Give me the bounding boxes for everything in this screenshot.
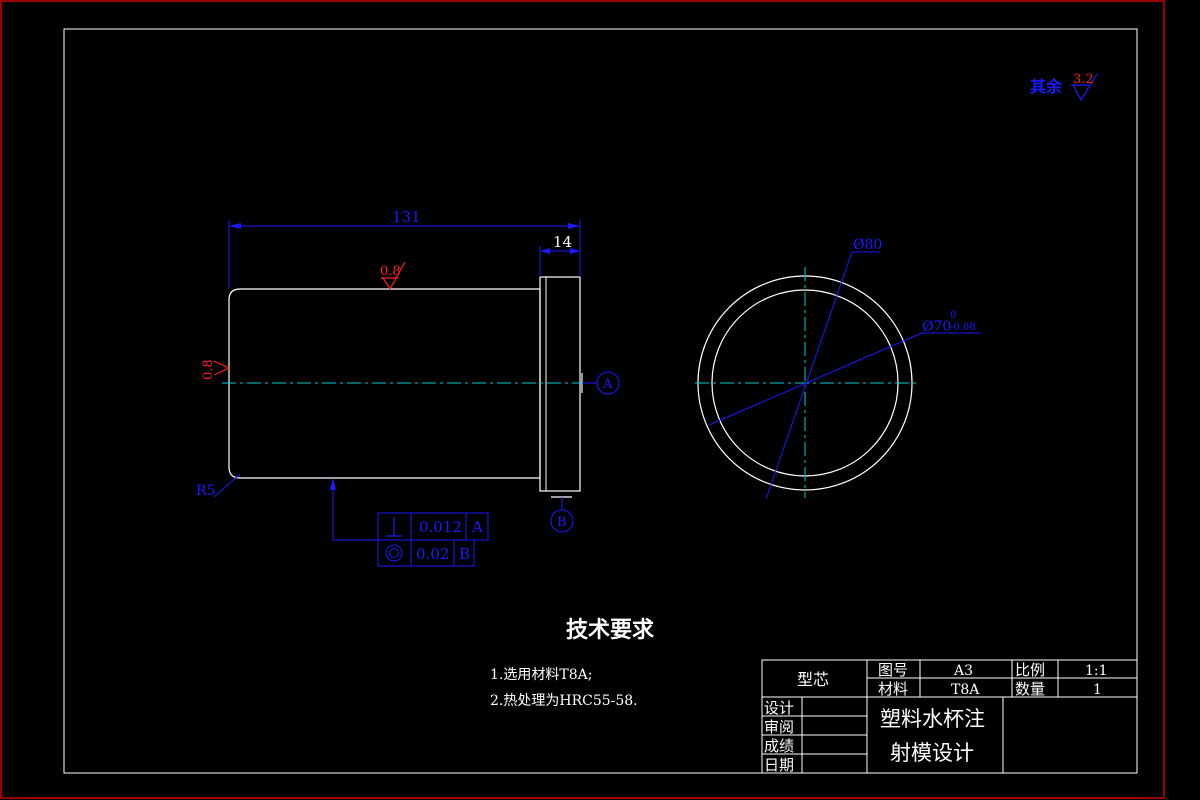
drawing-frame — [63, 28, 1138, 774]
drawing-no-label: 图号 — [878, 661, 908, 679]
r5-leader — [213, 473, 241, 498]
diameter-outer: Ø80 — [853, 237, 882, 253]
material-value: T8A — [951, 682, 980, 698]
quantity-label: 数量 — [1015, 680, 1045, 698]
dia70-leader — [708, 332, 923, 426]
tech-req-title: 技术要求 — [566, 618, 654, 643]
material-label: 材料 — [878, 680, 908, 698]
tolerance-upper: 0 — [950, 310, 956, 321]
scale-value: 1:1 — [1085, 663, 1108, 679]
reviewer-label: 审阅 — [764, 718, 794, 736]
left-roughness-icon — [213, 360, 231, 376]
arrow-flange-right-icon — [570, 248, 580, 254]
drawing-no: A3 — [953, 663, 973, 679]
designer-label: 设计 — [764, 699, 794, 717]
flange-outline — [539, 276, 581, 492]
datum-b-label: B — [557, 515, 567, 530]
datum-b-circle — [550, 509, 574, 533]
grade-label: 成绩 — [764, 737, 794, 755]
front-view: 131 14 0.8 0.8 R5 A B — [196, 208, 620, 567]
technical-requirements: 技术要求 1.选用材料T8A; 2.热处理为HRC55-58. — [490, 618, 654, 709]
roughness-symbol-icon — [1072, 73, 1098, 102]
part-name: 型芯 — [797, 670, 829, 689]
tolerance-lower: -0.08 — [950, 322, 976, 333]
fcf-datum-1: A — [471, 518, 483, 536]
dia80-leader — [765, 251, 853, 500]
datum-a-circle — [596, 371, 620, 395]
other-roughness-value: 3.2 — [1073, 72, 1094, 87]
dim-overall-length: 131 — [392, 208, 421, 226]
side-view: Ø80 Ø70 0 -0.08 — [695, 237, 980, 500]
top-roughness-icon — [382, 261, 406, 291]
arrow-flange-left-icon — [540, 248, 550, 254]
tech-req-item-2: 2.热处理为HRC55-58. — [490, 693, 638, 709]
fcf-value-2: 0.02 — [416, 545, 449, 563]
concentricity-icon — [385, 544, 403, 562]
scale-label: 比例 — [1015, 661, 1045, 679]
fcf-datum-2: B — [459, 545, 470, 563]
project-line-1: 塑料水杯注 — [880, 707, 985, 731]
title-block: 型芯 图号 A3 比例 1:1 材料 T8A 数量 1 设计 审阅 成绩 日期 … — [761, 659, 1138, 774]
dim-flange-length: 14 — [553, 233, 572, 251]
diameter-inner: Ø70 — [922, 319, 951, 335]
outer-sheet-border — [0, 0, 1165, 799]
corner-radius: R5 — [196, 483, 215, 499]
quantity-value: 1 — [1093, 682, 1102, 698]
fcf-row-2 — [377, 539, 475, 567]
arrow-right-icon — [568, 223, 580, 229]
top-roughness-value: 0.8 — [380, 264, 401, 279]
tech-req-item-1: 1.选用材料T8A; — [490, 667, 592, 683]
feature-control-frame: 0.012 A 0.02 B — [377, 512, 489, 567]
left-roughness-value: 0.8 — [201, 359, 216, 380]
tolerance-leader — [332, 480, 378, 541]
fcf-value-1: 0.012 — [419, 518, 462, 536]
project-line-2: 射模设计 — [890, 741, 974, 765]
datum-a-label: A — [602, 377, 613, 392]
other-roughness-note: 其余 3.2 — [1030, 72, 1098, 102]
other-roughness-label: 其余 — [1030, 77, 1063, 96]
date-label: 日期 — [764, 756, 794, 774]
arrow-left-icon — [229, 223, 241, 229]
